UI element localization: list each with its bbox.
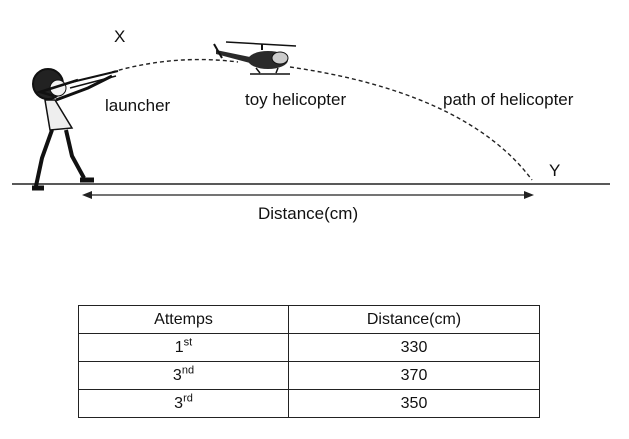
table-header-row: Attemps Distance(cm) xyxy=(78,305,540,334)
header-attempts: Attemps xyxy=(78,305,289,334)
path-label: path of helicopter xyxy=(443,90,574,109)
launch-diagram xyxy=(12,41,610,199)
table-row: 3rd 350 xyxy=(78,389,540,418)
point-y-label: Y xyxy=(549,161,561,180)
helicopter-label: toy helicopter xyxy=(245,90,347,109)
attempt-cell: 3rd xyxy=(78,389,289,418)
header-distance: Distance(cm) xyxy=(288,305,540,334)
distance-cell: 350 xyxy=(288,389,540,418)
point-x-label: X xyxy=(114,27,126,46)
results-table: Attemps Distance(cm) 1st 330 3nd 370 3rd… xyxy=(78,305,540,418)
table-row: 1st 330 xyxy=(78,333,540,362)
distance-arrow xyxy=(82,191,534,199)
helicopter-icon xyxy=(213,41,297,75)
attempt-cell: 3nd xyxy=(78,361,289,390)
launcher-device xyxy=(69,70,119,89)
flight-path xyxy=(111,58,533,181)
boy-figure xyxy=(32,68,113,191)
launcher-label: launcher xyxy=(105,96,171,115)
table-row: 3nd 370 xyxy=(78,361,540,390)
attempt-cell: 1st xyxy=(78,333,289,362)
distance-label: Distance(cm) xyxy=(258,204,359,223)
distance-cell: 330 xyxy=(288,333,540,362)
distance-cell: 370 xyxy=(288,361,540,390)
